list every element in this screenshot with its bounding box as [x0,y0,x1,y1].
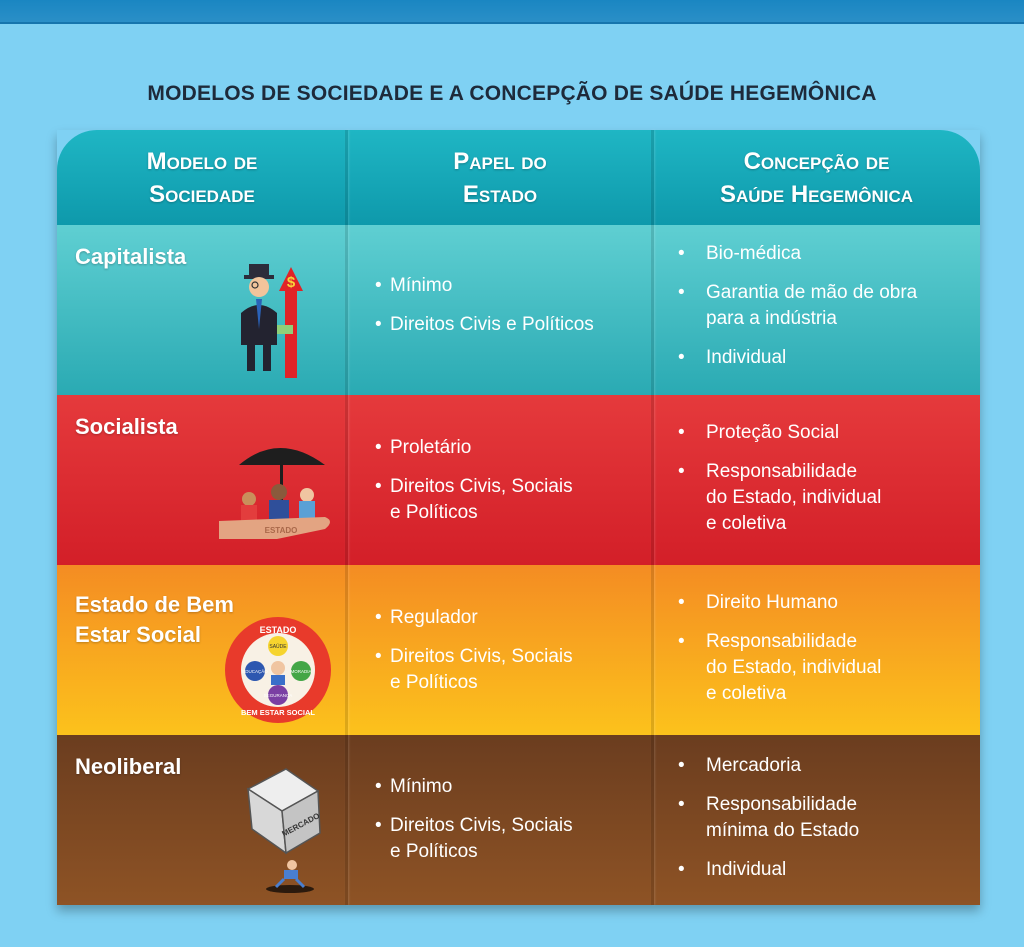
column-divider [651,130,654,905]
row-name: Estado de Bem Estar Social [75,592,234,647]
umbrella-hand-icon: ESTADO [219,448,330,539]
papel-list: Mínimo Direitos Civis, Sociais e Polític… [375,774,573,878]
bubble-saude: SAÚDE [269,643,287,650]
page-title: MODELOS DE SOCIEDADE E A CONCEPÇÃO DE SA… [147,82,877,105]
list-item: Mínimo [375,774,573,800]
column-divider [345,130,348,905]
list-item: Bio-médica [674,241,917,267]
bubble-moradia: MORADIA [290,669,311,674]
list-item: Responsabilidade do Estado, individual e… [674,459,881,537]
list-item: Proletário [375,435,573,461]
list-item: Responsabilidade do Estado, individual e… [674,629,881,707]
list-item: Proteção Social [674,420,881,446]
table-header: Modelo de Sociedade Papel do Estado Conc… [57,130,980,225]
list-item: Direitos Civis, Sociais e Políticos [375,474,573,526]
papel-list: Mínimo Direitos Civis e Políticos [375,273,594,351]
falling-market-box-icon: MERCADO [246,768,321,893]
ring-bottom-label: BEM ESTAR SOCIAL [241,708,315,717]
concepcao-list: Direito Humano Responsabilidade do Estad… [674,590,881,720]
concepcao-list: Bio-médica Garantia de mão de obra para … [674,241,917,384]
bubble-educacao: EDUCAÇÃO [242,668,268,674]
list-item: Regulador [375,605,573,631]
header-concepcao-saude: Concepção de Saúde Hegemônica [719,147,914,208]
top-bar [0,0,1024,24]
list-item: Direitos Civis, Sociais e Políticos [375,813,573,865]
row-name: Neoliberal [75,754,182,779]
header-papel-estado: Papel do Estado [453,147,547,208]
concepcao-list: Proteção Social Responsabilidade do Esta… [674,420,881,550]
list-item: Responsabilidade mínima do Estado [674,792,859,844]
list-item: Direito Humano [674,590,881,616]
list-item: Direitos Civis, Sociais e Políticos [375,644,573,696]
papel-list: Regulador Direitos Civis, Sociais e Polí… [375,605,573,709]
dollar-sign: $ [287,274,296,291]
row-neoliberal: Neoliberal MERCADO Mínimo Direitos Civis… [57,735,980,905]
estado-hand-label: ESTADO [265,526,298,535]
list-item: Garantia de mão de obra para a indústria [674,280,917,332]
list-item: Direitos Civis e Políticos [375,312,594,338]
row-capitalista: Capitalista $ Mínimo Direitos Civis e Po… [57,225,980,395]
ring-top-label: ESTADO [260,625,297,635]
capitalist-businessman-icon: $ [241,264,303,378]
list-item: Individual [674,857,859,883]
bubble-seguranca: SEGURANÇA [264,693,293,698]
row-name: Socialista [75,414,178,439]
papel-list: Proletário Direitos Civis, Sociais e Pol… [375,435,573,539]
concepcao-list: Mercadoria Responsabilidade mínima do Es… [674,753,859,896]
row-name: Capitalista [75,244,187,269]
row-bem-estar-social: Estado de Bem Estar Social ESTADO BEM ES… [57,565,980,735]
welfare-state-circle-icon: ESTADO BEM ESTAR SOCIAL SAÚDE EDUCAÇÃO M… [225,617,331,723]
row-socialista: Socialista ESTADO Proletário Direitos Ci… [57,395,980,565]
list-item: Mercadoria [674,753,859,779]
list-item: Individual [674,345,917,371]
list-item: Mínimo [375,273,594,299]
society-models-table: Modelo de Sociedade Papel do Estado Conc… [57,130,980,905]
header-modelo-sociedade: Modelo de Sociedade [146,147,258,208]
